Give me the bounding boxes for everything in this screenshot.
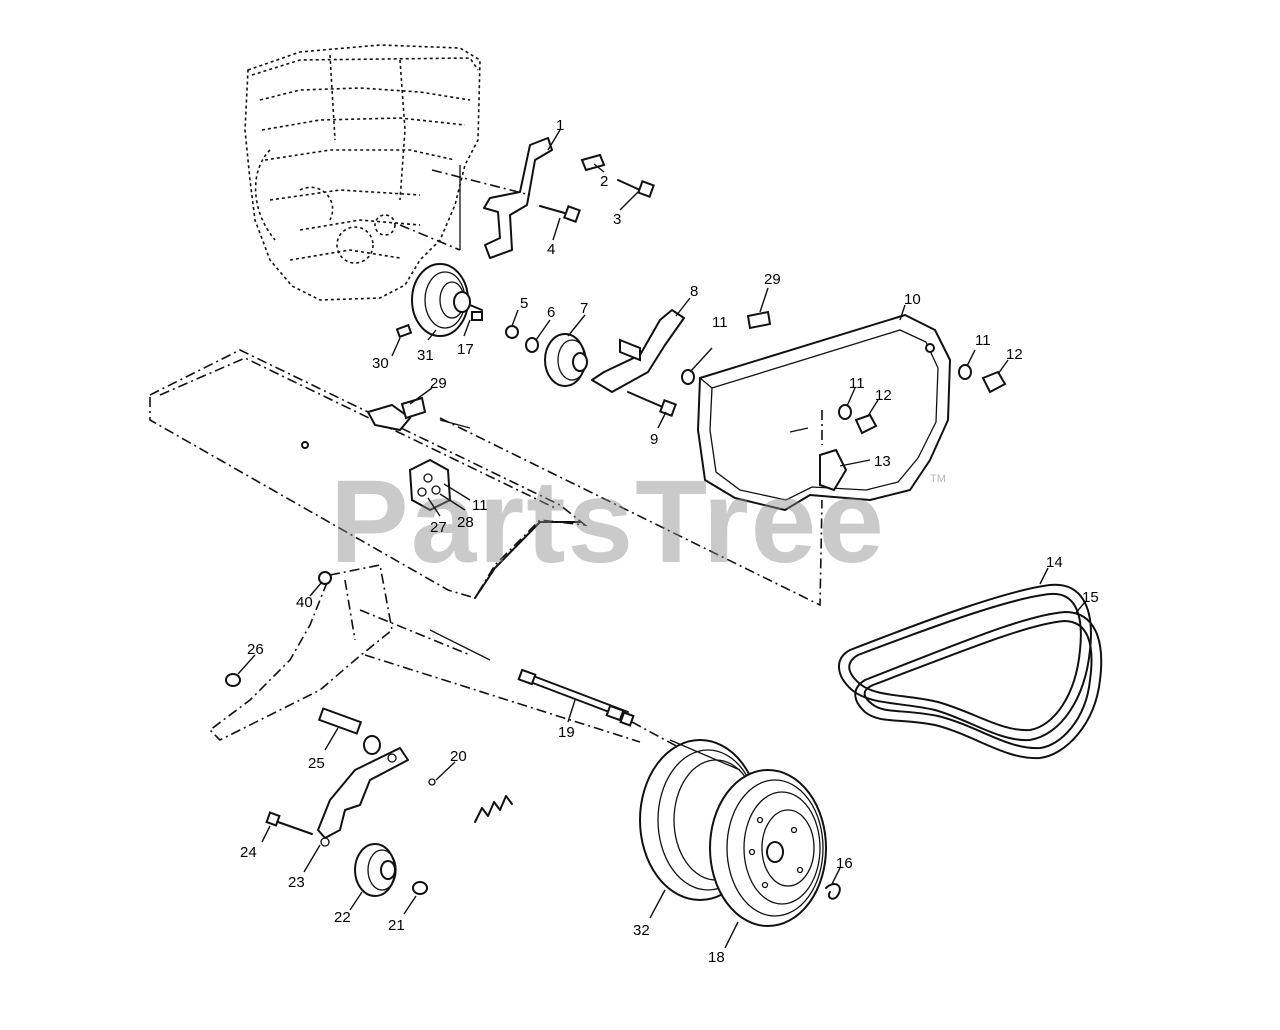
acorn-nut-part-12-a bbox=[981, 370, 1007, 394]
nut-part-21 bbox=[412, 881, 428, 895]
callout-17: 17 bbox=[457, 341, 474, 358]
callout-12-b: 12 bbox=[875, 387, 892, 404]
callout-27: 27 bbox=[430, 519, 447, 536]
callout-21: 21 bbox=[388, 917, 405, 934]
callout-14: 14 bbox=[1046, 554, 1063, 571]
clip-part-16 bbox=[825, 883, 841, 900]
callout-13: 13 bbox=[874, 453, 891, 470]
belt-guard bbox=[439, 314, 951, 607]
callout-32: 32 bbox=[633, 922, 650, 939]
callout-8: 8 bbox=[690, 283, 698, 300]
washer-part-11-c bbox=[958, 364, 972, 380]
engine-bracket bbox=[399, 137, 553, 259]
idler-pulley-part-7 bbox=[544, 333, 588, 387]
bolt-part-9 bbox=[627, 391, 677, 417]
callout-1: 1 bbox=[556, 117, 564, 134]
acorn-nut-part-12-b bbox=[854, 413, 878, 435]
callout-11-d: 11 bbox=[472, 497, 488, 514]
clip-part-2 bbox=[580, 153, 606, 172]
washer-part-6 bbox=[525, 337, 539, 353]
callout-10: 10 bbox=[904, 291, 921, 308]
key-part-17 bbox=[471, 311, 483, 321]
washer-part-11-b bbox=[838, 404, 852, 420]
callout-26: 26 bbox=[247, 641, 264, 658]
leader-lines bbox=[237, 129, 1086, 949]
bolt-part-24 bbox=[265, 811, 313, 835]
callout-19: 19 bbox=[558, 724, 575, 741]
nut-part-40 bbox=[318, 571, 332, 585]
callout-6: 6 bbox=[547, 304, 555, 321]
callout-28: 28 bbox=[457, 514, 474, 531]
callout-3: 3 bbox=[613, 211, 621, 228]
callout-5: 5 bbox=[520, 295, 528, 312]
idler-pulley bbox=[354, 843, 397, 897]
set-screw-part-30 bbox=[395, 323, 413, 339]
callout-29-a: 29 bbox=[764, 271, 781, 288]
callout-24: 24 bbox=[240, 844, 257, 861]
callout-20: 20 bbox=[450, 748, 467, 765]
callout-4: 4 bbox=[547, 241, 555, 258]
washer-part-11-a bbox=[681, 369, 695, 385]
spring-part-20 bbox=[428, 778, 513, 823]
callout-11-c: 11 bbox=[849, 375, 865, 392]
washer-part-5 bbox=[505, 325, 519, 339]
pivot-part-25 bbox=[317, 707, 381, 755]
clip-part-29-a bbox=[746, 310, 772, 330]
callout-25: 25 bbox=[308, 755, 325, 772]
callout-12-a: 12 bbox=[1006, 346, 1023, 363]
callout-31: 31 bbox=[417, 347, 434, 364]
callout-15: 15 bbox=[1082, 589, 1099, 606]
bolt-part-4 bbox=[539, 205, 581, 223]
idler-arm-part-23 bbox=[317, 747, 409, 847]
bolt-part-3 bbox=[617, 179, 655, 198]
callout-16: 16 bbox=[836, 855, 853, 872]
callout-40: 40 bbox=[296, 594, 313, 611]
v-belts bbox=[838, 583, 1103, 760]
nut-part-26 bbox=[225, 673, 241, 687]
engine-sketch bbox=[244, 44, 481, 301]
callout-7: 7 bbox=[580, 300, 588, 317]
callout-18: 18 bbox=[708, 949, 725, 966]
callout-30: 30 bbox=[372, 355, 389, 372]
watermark-trademark: TM bbox=[930, 473, 946, 485]
callout-22: 22 bbox=[334, 909, 351, 926]
watermark: PartsTree TM bbox=[330, 456, 946, 588]
double-pulley bbox=[639, 739, 827, 927]
callout-labels: 1 2 3 4 5 6 7 8 9 10 11 11 11 11 12 12 1… bbox=[240, 117, 1099, 966]
mounting-bracket bbox=[208, 564, 641, 743]
callout-11-b: 11 bbox=[975, 332, 991, 349]
watermark-text: PartsTree bbox=[330, 456, 886, 588]
callout-29-b: 29 bbox=[430, 375, 447, 392]
callout-2: 2 bbox=[600, 173, 608, 190]
engine-pulley bbox=[411, 263, 483, 337]
idler-bracket-part-8 bbox=[591, 309, 685, 393]
callout-11-a: 11 bbox=[712, 314, 728, 331]
tine-shield bbox=[149, 349, 588, 599]
callout-23: 23 bbox=[288, 874, 305, 891]
callout-9: 9 bbox=[650, 431, 658, 448]
shaft-part-19 bbox=[517, 668, 681, 749]
